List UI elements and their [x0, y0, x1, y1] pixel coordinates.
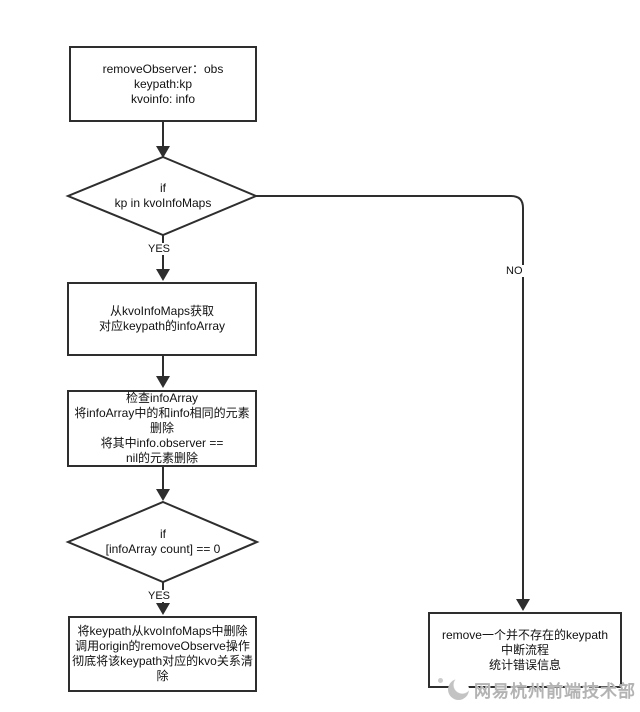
- cleanup-box: 将keypath从kvoInfoMaps中删除 调用origin的removeO…: [68, 616, 257, 692]
- arrowhead-down-icon: [156, 603, 170, 615]
- start-box: removeObserver：obs keypath:kp kvoinfo: i…: [69, 46, 257, 122]
- decision-count-text: if [infoArray count] == 0: [105, 527, 221, 556]
- decision-kp-text: if kp in kvoInfoMaps: [114, 181, 212, 210]
- yes-label-decision-count: YES: [146, 590, 173, 602]
- arrowhead-down-icon: [156, 146, 170, 158]
- arrowhead-down-icon: [156, 489, 170, 501]
- error-box: remove一个并不存在的keypath 中断流程 统计错误信息: [428, 612, 622, 688]
- sparkle-icon: [438, 678, 443, 683]
- get-infoarray-box: 从kvoInfoMaps获取 对应keypath的infoArray: [67, 282, 257, 356]
- netease-logo-icon: [448, 678, 469, 700]
- arrowhead-down-icon: [516, 599, 530, 611]
- connector-decision-kp-no: [256, 195, 524, 599]
- arrowhead-down-icon: [156, 376, 170, 388]
- no-label-decision-kp: NO: [504, 265, 525, 277]
- watermark: 网易杭州前端技术部: [438, 675, 636, 703]
- watermark-text: 网易杭州前端技术部: [474, 681, 636, 701]
- yes-label-decision-kp: YES: [146, 243, 173, 255]
- arrowhead-down-icon: [156, 269, 170, 281]
- check-infoarray-box: 检查infoArray 将infoArray中的和info相同的元素 删除 将其…: [67, 390, 257, 467]
